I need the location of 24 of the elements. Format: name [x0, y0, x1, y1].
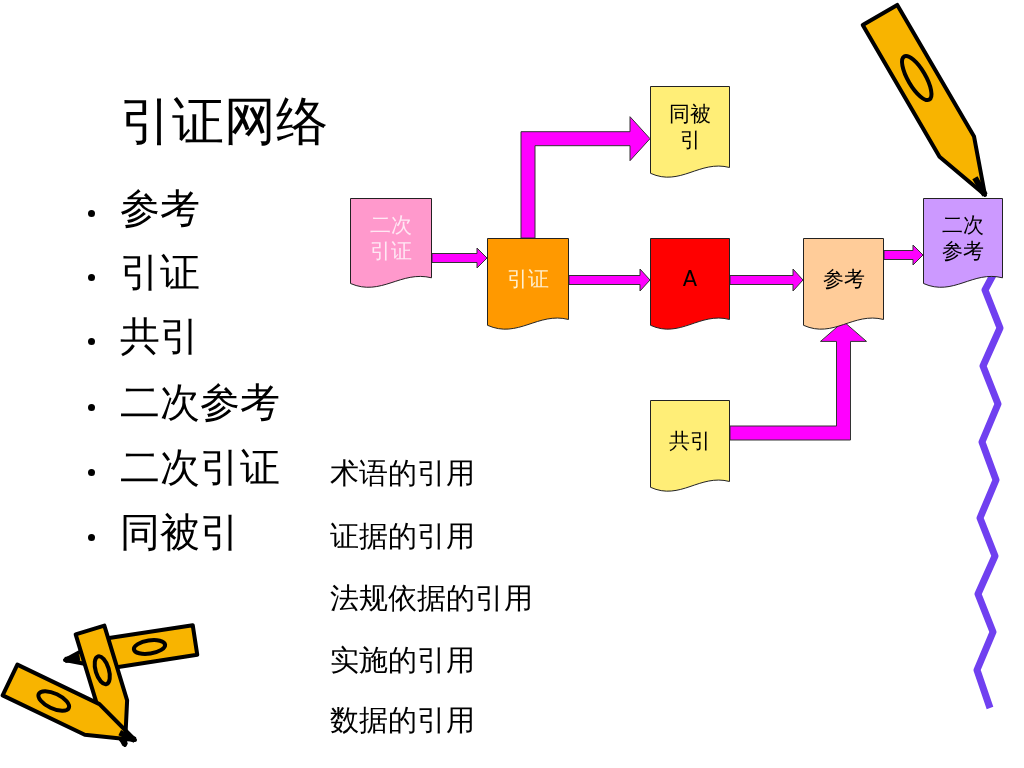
node-label: A — [681, 265, 699, 293]
block-arrow — [568, 268, 651, 292]
block-arrow — [729, 268, 804, 292]
title: 引证网络 — [120, 90, 328, 152]
node-label: 二次参考 — [941, 211, 985, 265]
list-item: 实施的引用 — [330, 643, 475, 678]
node-label: 同被引 — [668, 100, 712, 154]
bullet-item: 参考 — [120, 184, 200, 232]
block-arrow — [520, 116, 651, 239]
bullet-item: 二次参考 — [120, 378, 280, 426]
bullet-item: 同被引 — [120, 508, 240, 556]
node-label: 参考 — [821, 265, 866, 293]
list-item: 术语的引用 — [330, 456, 475, 491]
node-label: 共引 — [668, 427, 712, 455]
list-item: 证据的引用 — [330, 519, 475, 554]
block-arrow — [883, 244, 924, 266]
node-label: 二次引证 — [369, 211, 413, 265]
list-item: 法规依据的引用 — [330, 581, 533, 616]
bullet-item: 二次引证 — [120, 443, 280, 491]
bullet-item: 共引 — [120, 312, 200, 360]
list-item: 数据的引用 — [330, 703, 475, 738]
block-arrow — [431, 247, 488, 269]
node-label: 引证 — [506, 265, 550, 293]
bullet-item: 引证 — [120, 248, 200, 296]
